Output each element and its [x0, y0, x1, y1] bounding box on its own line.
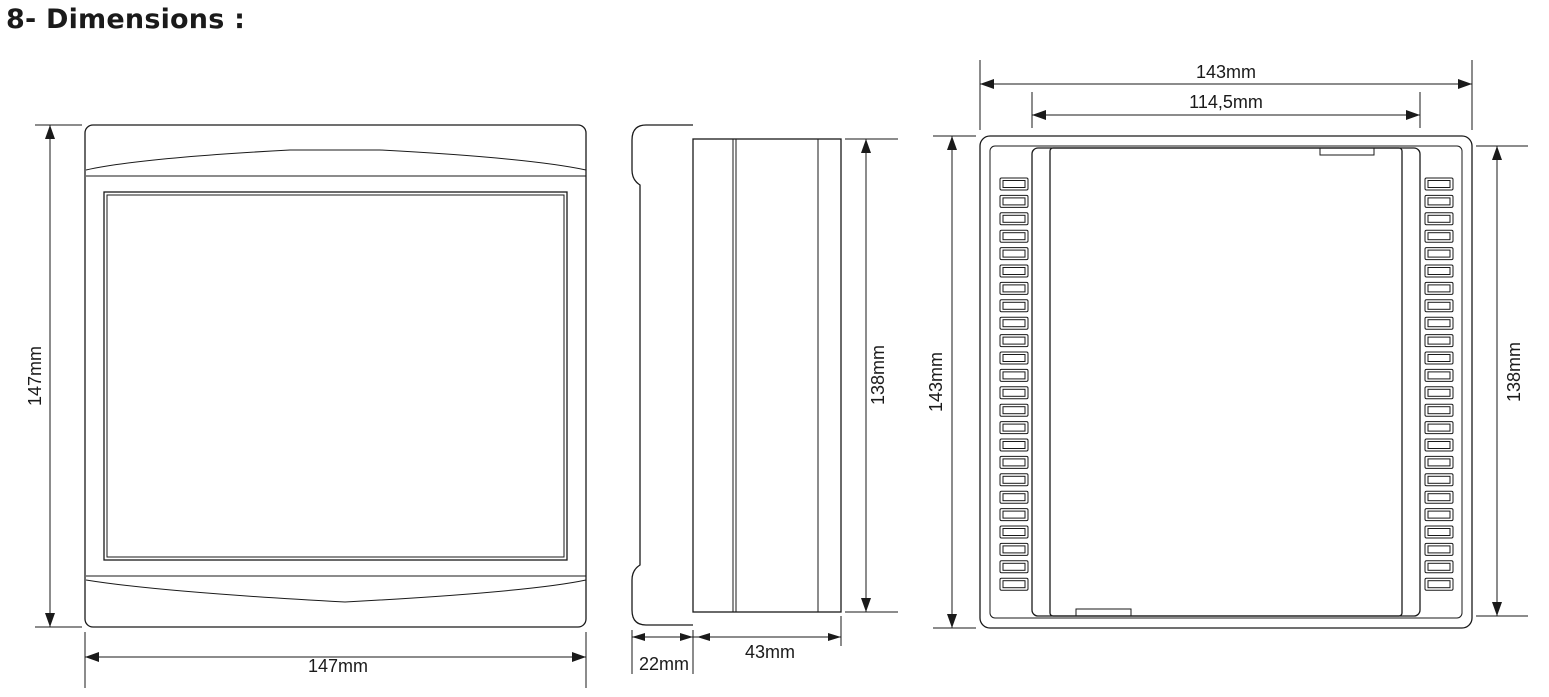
display-window-inner: [106, 194, 565, 558]
terminal-left-4: [999, 229, 1029, 243]
terminal-left-17: [999, 455, 1029, 469]
terminal-right-12: [1424, 368, 1454, 382]
body-depth-label: 43mm: [745, 642, 795, 662]
terminal-right-14: [1424, 403, 1454, 417]
rear-outer-width-dimension: 143mm: [979, 60, 1473, 130]
side-height-label: 138mm: [868, 345, 888, 405]
front-bezel: [84, 124, 587, 628]
rear-inner-height-label: 138mm: [1504, 342, 1524, 402]
side-view: 138mm 22mm 43mm: [631, 124, 898, 674]
terminal-right-7: [1424, 281, 1454, 295]
front-height-label: 147mm: [25, 346, 45, 406]
terminal-right-1: [1424, 177, 1454, 191]
side-body-seam: [732, 139, 737, 612]
terminal-right-15: [1424, 421, 1454, 435]
terminal-right-4: [1424, 229, 1454, 243]
terminal-left-9: [999, 316, 1029, 330]
terminal-block-right: [1424, 177, 1454, 591]
front-view: 147mm 147mm: [25, 124, 587, 688]
terminal-left-3: [999, 212, 1029, 226]
side-depth-dimensions: 22mm 43mm: [631, 616, 842, 674]
terminal-right-2: [1424, 194, 1454, 208]
terminal-left-22: [999, 542, 1029, 556]
terminal-right-8: [1424, 299, 1454, 313]
terminal-left-15: [999, 421, 1029, 435]
page-title: 8- Dimensions :: [6, 4, 246, 35]
terminal-left-13: [999, 386, 1029, 400]
terminal-left-1: [999, 177, 1029, 191]
terminal-left-16: [999, 438, 1029, 452]
terminal-right-24: [1424, 577, 1454, 591]
front-bottom-curve: [85, 579, 587, 603]
terminal-right-22: [1424, 542, 1454, 556]
rear-outer-width-label: 143mm: [1196, 62, 1256, 82]
rear-inner-width-dimension: 114,5mm: [1031, 92, 1421, 128]
rear-inner-height-dimension: 138mm: [1476, 145, 1528, 617]
terminal-right-23: [1424, 560, 1454, 574]
rear-inner-width-label: 114,5mm: [1189, 92, 1263, 112]
terminal-right-21: [1424, 525, 1454, 539]
terminal-left-18: [999, 473, 1029, 487]
terminal-block-left: [999, 177, 1029, 591]
terminal-left-14: [999, 403, 1029, 417]
terminal-left-12: [999, 368, 1029, 382]
terminal-left-6: [999, 264, 1029, 278]
terminal-left-10: [999, 334, 1029, 348]
terminal-right-5: [1424, 247, 1454, 261]
terminal-left-24: [999, 577, 1029, 591]
terminal-right-9: [1424, 316, 1454, 330]
terminal-right-10: [1424, 334, 1454, 348]
terminal-right-11: [1424, 351, 1454, 365]
rear-inner-frame: [989, 145, 1463, 619]
side-height-dimension: 138mm: [845, 138, 898, 613]
terminal-right-3: [1424, 212, 1454, 226]
front-depth-label: 22mm: [639, 654, 689, 674]
rear-top-clip: [1319, 147, 1375, 156]
terminal-left-11: [999, 351, 1029, 365]
terminal-right-13: [1424, 386, 1454, 400]
terminal-left-23: [999, 560, 1029, 574]
display-window: [103, 191, 568, 561]
terminal-left-5: [999, 247, 1029, 261]
terminal-left-19: [999, 490, 1029, 504]
terminal-left-21: [999, 525, 1029, 539]
front-top-curve: [85, 149, 587, 171]
terminal-right-16: [1424, 438, 1454, 452]
rear-outer-frame: [979, 135, 1473, 629]
terminal-right-6: [1424, 264, 1454, 278]
terminal-left-20: [999, 508, 1029, 522]
front-width-label: 147mm: [308, 656, 368, 676]
rear-cover: [1049, 147, 1403, 617]
rear-outer-height-label: 143mm: [926, 352, 946, 412]
terminal-left-2: [999, 194, 1029, 208]
terminal-right-20: [1424, 508, 1454, 522]
side-body: [692, 138, 842, 613]
terminal-left-8: [999, 299, 1029, 313]
terminal-right-19: [1424, 490, 1454, 504]
terminal-left-7: [999, 281, 1029, 295]
terminal-right-18: [1424, 473, 1454, 487]
rear-view: 143mm 114,5mm 143mm 138mm: [926, 60, 1528, 629]
front-width-dimension: 147mm: [84, 632, 587, 688]
rear-bottom-clip: [1075, 608, 1132, 617]
front-height-dimension: 147mm: [25, 124, 82, 628]
side-bezel: [631, 124, 693, 626]
rear-outer-height-dimension: 143mm: [926, 135, 976, 629]
rear-housing: [1031, 147, 1421, 617]
terminal-right-17: [1424, 455, 1454, 469]
